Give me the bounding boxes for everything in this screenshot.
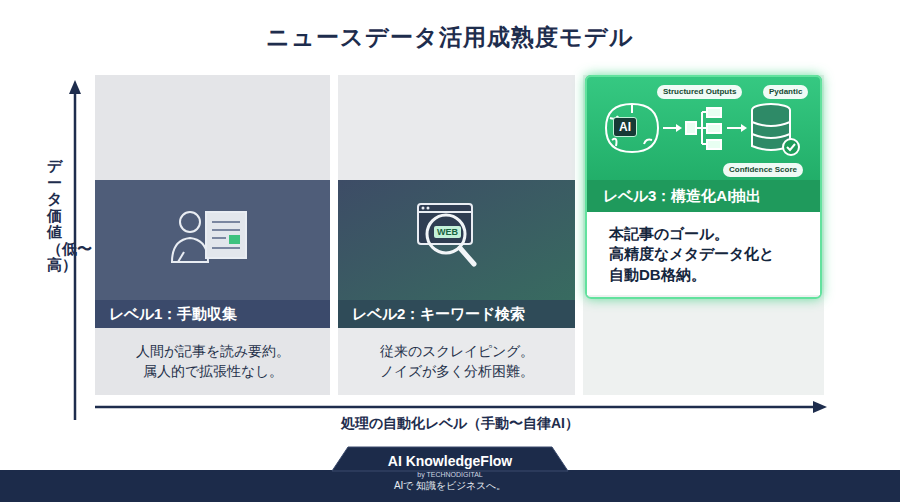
axis (69, 80, 827, 420)
goal-level-box: レベル3：構造化AI抽出本記事のゴール。 高精度なメタデータ化と 自動DB格納。… (585, 75, 822, 299)
level-description: 人間が記事を読み要約。 属人的で拡張性なし。 (95, 328, 330, 387)
level-box: レベル1：手動収集人間が記事を読み要約。 属人的で拡張性なし。 (95, 300, 330, 395)
brand-tagline: AIで 知識をビジネスへ。 (345, 479, 555, 493)
footer-bar (0, 470, 900, 502)
brand-byline: by TECHNODIGITAL (345, 470, 555, 479)
icon-area (585, 75, 822, 185)
search-icon (418, 204, 474, 264)
ai-pipeline-icon (606, 104, 799, 155)
pill-label: Confidence Score (723, 163, 803, 177)
footer-tab (332, 447, 568, 471)
brand-name: AI KnowledgeFlow (345, 447, 555, 470)
column-panel (338, 75, 575, 395)
level-heading: レベル1：手動収集 (95, 300, 330, 328)
icon-area (95, 180, 330, 300)
level-heading: レベル2：キーワード検索 (338, 300, 575, 328)
column-panel (583, 75, 824, 395)
level-description: 従来のスクレイピング。 ノイズが多く分析困難。 (338, 328, 575, 387)
level-heading: レベル3：構造化AI抽出 (587, 180, 820, 212)
pill-label: Structured Outputs (657, 85, 742, 99)
chip-label: AI (613, 117, 637, 137)
axis-label: 処理の自動化レベル（手動〜自律AI） (95, 415, 825, 433)
column-panel (95, 75, 330, 395)
pill-label: Pydantic (763, 85, 808, 99)
level-description: 本記事のゴール。 高精度なメタデータ化と 自動DB格納。 (587, 212, 820, 295)
icon-area (338, 180, 575, 300)
level-box: レベル2：キーワード検索従来のスクレイピング。 ノイズが多く分析困難。 (338, 300, 575, 395)
axis-label: データ価値（低〜高） (47, 158, 62, 274)
footer-brand: AI KnowledgeFlowby TECHNODIGITALAIで 知識をビ… (345, 447, 555, 502)
icon-label: WEB (434, 226, 461, 238)
diagram-title: ニュースデータ活用成熟度モデル (0, 22, 900, 53)
reader-icon (172, 212, 246, 262)
